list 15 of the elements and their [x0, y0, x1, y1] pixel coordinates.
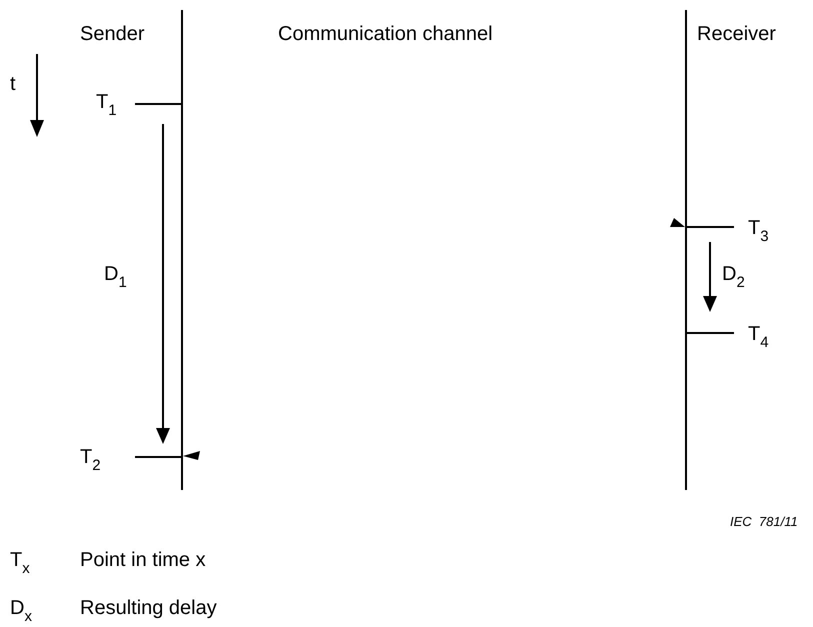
delay-label: D$_{1}$ [104, 262, 127, 286]
time-point-label: T$_{3}$ [748, 216, 769, 240]
symbol-label: T$_{x}$ [10, 548, 30, 572]
column-heading: Sender [80, 22, 144, 46]
time-point-label: T$_{2}$ [80, 445, 101, 469]
figure-reference: IEC 781/11 [730, 514, 798, 530]
time-point-label: T$_{4}$ [748, 322, 769, 346]
column-heading: Communication channel [278, 22, 493, 46]
axis-label: t [10, 72, 16, 96]
legend-description: Point in time x [80, 548, 206, 572]
legend-description: Resulting delay [80, 596, 217, 620]
column-heading: Receiver [697, 22, 776, 46]
time-point-label: T$_{1}$ [96, 90, 117, 114]
symbol-label: D$_{x}$ [10, 596, 32, 620]
delay-label: D$_{2}$ [722, 262, 745, 286]
